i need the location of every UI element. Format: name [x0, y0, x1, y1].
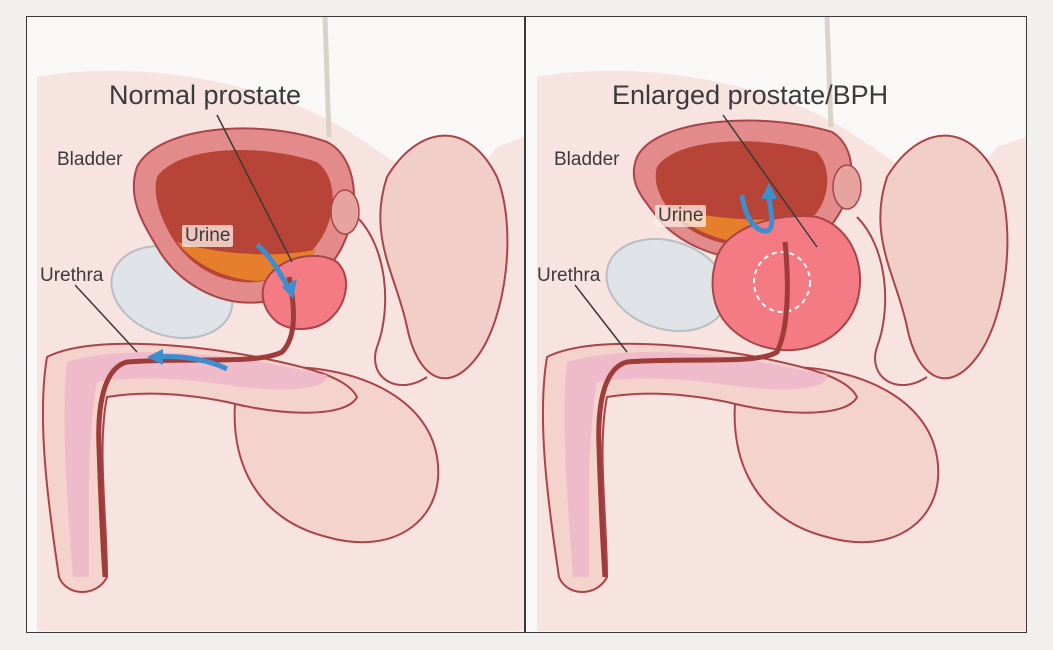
flow-arrow-backflow-icon	[739, 194, 775, 234]
title-leader-line	[216, 114, 293, 263]
buttock	[879, 134, 1009, 380]
prostate-constriction	[753, 251, 811, 313]
corpus-spongiosum	[64, 352, 328, 577]
rectum	[356, 216, 428, 387]
normal-prostate-illustration	[37, 17, 524, 631]
urine-label: Urine	[655, 205, 707, 227]
flow-arrowhead-urethra-icon	[147, 349, 163, 365]
panel-normal-prostate: Normal prostate Bladder Urine Urethra	[27, 17, 524, 631]
bladder-label: Bladder	[57, 149, 123, 170]
corpus-spongiosum	[564, 352, 827, 577]
seminal-vesicle	[832, 164, 862, 210]
prostate	[261, 254, 348, 330]
title-leader-line	[722, 114, 818, 248]
bladder-label: Bladder	[554, 149, 620, 170]
panel-divider	[524, 16, 526, 633]
urine-label: Urine	[182, 225, 234, 247]
urethra-leader-line	[574, 284, 628, 353]
ureter-tube	[322, 17, 332, 138]
urethra-leader-line	[74, 284, 138, 353]
ureter-tube	[824, 17, 834, 128]
flow-arrowhead-bladder-icon	[282, 279, 297, 299]
panel-enlarged-prostate: Enlarged prostate/BPH Bladder Urine Uret…	[527, 17, 1026, 631]
urethra-label: Urethra	[40, 265, 104, 286]
urethra-tube	[96, 276, 296, 578]
buttock	[379, 134, 509, 380]
flow-arrowhead-backflow-icon	[761, 183, 777, 199]
panel-title: Enlarged prostate/BPH	[612, 80, 889, 110]
urethra-tube	[596, 241, 790, 578]
rectum	[856, 216, 928, 387]
urethra-label: Urethra	[537, 265, 601, 286]
seminal-vesicle	[330, 189, 360, 235]
panel-title: Normal prostate	[109, 80, 302, 110]
